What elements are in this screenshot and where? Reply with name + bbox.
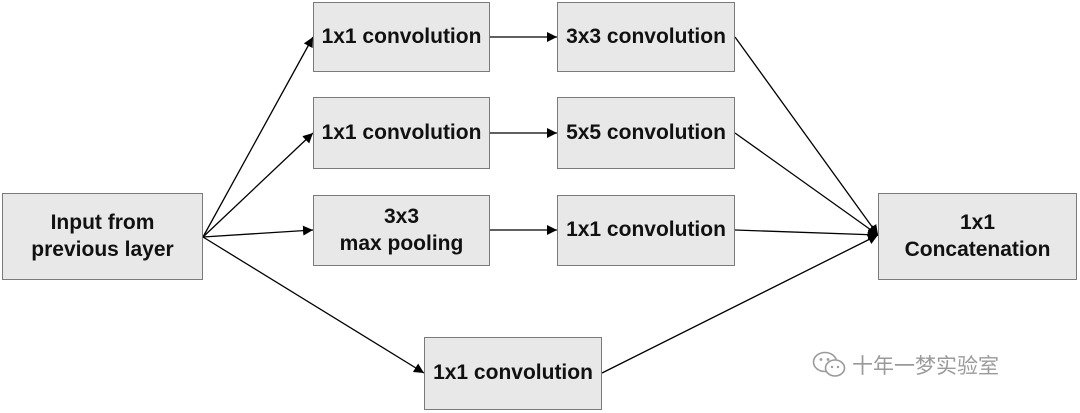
concatenation-line1: 1x1 bbox=[959, 211, 996, 235]
concatenation-line2: Concatenation bbox=[904, 237, 1051, 261]
branch3-maxpool-line1: 3x3 bbox=[383, 205, 420, 229]
arrow-input-to-branch1 bbox=[202, 36, 314, 238]
branch2-conv5x5-label: 5x5 convolution bbox=[566, 120, 726, 144]
arrow-input-to-branch2 bbox=[202, 132, 314, 238]
concatenation-node: 1x1 Concatenation bbox=[878, 193, 1077, 280]
watermark-text: 十年一梦实验室 bbox=[852, 354, 999, 378]
arrow-3x3-to-concat bbox=[734, 36, 879, 236]
branch2-conv1x1-node: 1x1 convolution bbox=[313, 97, 490, 169]
arrow-input-to-branch4 bbox=[202, 236, 425, 374]
watermark: 十年一梦实验室 bbox=[812, 350, 999, 380]
branch3-maxpool-line2: max pooling bbox=[339, 231, 464, 255]
branch2-conv5x5-node: 5x5 convolution bbox=[557, 97, 735, 169]
branch3-maxpool-node: 3x3 max pooling bbox=[313, 195, 490, 266]
branch4-conv1x1-label: 1x1 convolution bbox=[433, 361, 593, 385]
arrow-5x5-to-concat bbox=[734, 132, 879, 236]
input-node-line2: previous layer bbox=[31, 237, 174, 261]
input-node-line1: Input from bbox=[50, 211, 155, 235]
branch1-conv1x1-node: 1x1 convolution bbox=[313, 2, 490, 72]
arrow-b3-1x1-to-concat bbox=[734, 229, 879, 240]
input-node: Input from previous layer bbox=[2, 193, 203, 280]
branch1-conv1x1-label: 1x1 convolution bbox=[321, 24, 482, 48]
arrow-b4-1x1-to-concat bbox=[601, 234, 879, 374]
arrow-input-to-pool bbox=[202, 225, 314, 238]
branch3-conv1x1-node: 1x1 convolution bbox=[557, 195, 735, 266]
branch2-conv1x1-label: 1x1 convolution bbox=[321, 120, 482, 144]
branch3-conv1x1-label: 1x1 convolution bbox=[566, 218, 726, 242]
branch1-conv3x3-label: 3x3 convolution bbox=[566, 24, 726, 48]
wechat-icon bbox=[812, 351, 846, 377]
branch1-conv3x3-node: 3x3 convolution bbox=[557, 2, 735, 72]
branch4-conv1x1-node: 1x1 convolution bbox=[424, 337, 602, 410]
